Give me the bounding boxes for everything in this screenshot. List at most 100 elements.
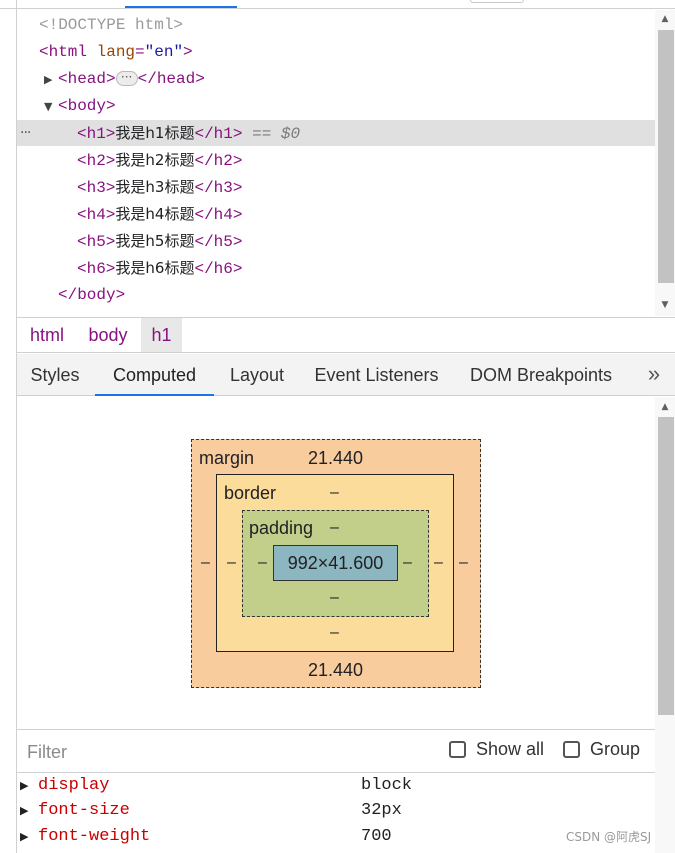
h2-open-tag[interactable]: <h2> bbox=[77, 152, 116, 170]
doctype-node[interactable]: <!DOCTYPE html> bbox=[39, 16, 184, 34]
h3-close-tag[interactable]: </h3> bbox=[194, 179, 243, 197]
body-open-tag[interactable]: <body> bbox=[58, 97, 116, 115]
margin-left-value[interactable]: – bbox=[201, 554, 210, 571]
h2-text[interactable]: 我是h2标题 bbox=[115, 151, 195, 169]
watermark: CSDN @阿虎SJ bbox=[566, 830, 652, 844]
h2-close-tag[interactable]: </h2> bbox=[194, 152, 243, 170]
head-close-tag[interactable]: </head> bbox=[137, 70, 205, 88]
dom-line-doctype[interactable]: <!DOCTYPE html> bbox=[17, 12, 655, 38]
group-checkbox[interactable] bbox=[563, 741, 580, 758]
filter-input[interactable] bbox=[27, 738, 327, 766]
show-all-label[interactable]: Show all bbox=[476, 739, 545, 759]
sidebar-tab-bar: Styles Computed Layout Event Listeners D… bbox=[17, 354, 675, 396]
body-close-tag[interactable]: </body> bbox=[58, 286, 126, 304]
h5-text[interactable]: 我是h5标题 bbox=[115, 232, 195, 250]
breadcrumb-h1[interactable]: h1 bbox=[141, 318, 182, 352]
scroll-up-arrow-icon[interactable]: ▲ bbox=[661, 402, 669, 412]
h1-text[interactable]: 我是h1标题 bbox=[115, 124, 195, 142]
dom-line-h5[interactable]: <h5>我是h5标题</h5> bbox=[17, 228, 655, 254]
collapse-triangle-icon[interactable]: ▼ bbox=[44, 100, 53, 113]
h1-open-tag[interactable]: <h1> bbox=[77, 125, 116, 143]
h4-open-tag[interactable]: <h4> bbox=[77, 206, 116, 224]
property-name: display bbox=[38, 776, 110, 795]
property-value: 700 bbox=[361, 827, 392, 846]
h1-close-tag[interactable]: </h1> bbox=[194, 125, 243, 143]
dom-line-h4[interactable]: <h4>我是h4标题</h4> bbox=[17, 201, 655, 227]
margin-top-value[interactable]: 21.440 bbox=[308, 448, 364, 468]
breadcrumb: html body h1 bbox=[17, 317, 675, 353]
computed-property-row[interactable]: ▶ font-weight 700 bbox=[17, 824, 655, 850]
expand-triangle-icon[interactable]: ▶ bbox=[20, 804, 29, 817]
show-all-checkbox[interactable] bbox=[449, 741, 466, 758]
cut-off-toolbar-button[interactable] bbox=[470, 0, 524, 3]
border-bottom-value[interactable]: – bbox=[330, 624, 339, 641]
h6-close-tag[interactable]: </h6> bbox=[194, 260, 243, 278]
padding-right-value[interactable]: – bbox=[403, 554, 412, 571]
border-label: border bbox=[224, 483, 277, 503]
dom-tree-scroll-thumb[interactable] bbox=[658, 30, 674, 283]
dom-line-h6[interactable]: <h6>我是h6标题</h6> bbox=[17, 255, 655, 281]
scroll-up-arrow-icon[interactable]: ▲ bbox=[661, 14, 669, 24]
h4-close-tag[interactable]: </h4> bbox=[194, 206, 243, 224]
property-name: font-size bbox=[38, 801, 130, 820]
border-top-value[interactable]: – bbox=[330, 484, 339, 501]
html-open-tag-end: > bbox=[183, 43, 193, 61]
computed-filter-bar: Show all Group bbox=[17, 729, 655, 773]
scroll-down-arrow-icon[interactable]: ▼ bbox=[661, 300, 669, 310]
property-value: block bbox=[361, 776, 413, 795]
computed-property-row[interactable]: ▶ font-size 32px bbox=[17, 798, 655, 824]
box-model-content-size[interactable]: 992×41.600 bbox=[273, 545, 398, 581]
html-open-tag[interactable]: <html bbox=[39, 43, 88, 61]
top-tab-strip bbox=[0, 0, 675, 9]
padding-left-value[interactable]: – bbox=[258, 554, 267, 571]
dom-line-h2[interactable]: <h2>我是h2标题</h2> bbox=[17, 147, 655, 173]
head-open-tag[interactable]: <head> bbox=[58, 70, 116, 88]
margin-bottom-value[interactable]: 21.440 bbox=[308, 660, 364, 680]
padding-bottom-value[interactable]: – bbox=[330, 589, 339, 606]
expand-triangle-icon[interactable]: ▶ bbox=[20, 779, 29, 792]
h3-text[interactable]: 我是h3标题 bbox=[115, 178, 195, 196]
dom-line-head[interactable]: ▶ <head>···</head> bbox=[17, 66, 655, 92]
margin-label: margin bbox=[199, 448, 255, 468]
dom-tree-scrollbar[interactable]: ▲ ▼ bbox=[655, 10, 675, 316]
dom-line-html[interactable]: <html lang="en"> bbox=[17, 39, 655, 65]
h4-text[interactable]: 我是h4标题 bbox=[115, 205, 195, 223]
elements-dom-tree: <!DOCTYPE html> <html lang="en"> ▶ <head>… bbox=[17, 10, 655, 316]
group-label[interactable]: Group bbox=[590, 739, 641, 759]
border-right-value[interactable]: – bbox=[434, 554, 443, 571]
collapsed-content-badge[interactable]: ··· bbox=[115, 71, 138, 87]
panel-left-edge bbox=[16, 0, 17, 853]
tab-dom-breakpoints[interactable]: DOM Breakpoints bbox=[469, 365, 613, 385]
more-tabs-chevron-icon[interactable]: » bbox=[647, 361, 661, 386]
dom-line-h3[interactable]: <h3>我是h3标题</h3> bbox=[17, 174, 655, 200]
dom-line-body-close[interactable]: </body> bbox=[17, 282, 655, 308]
computed-properties-list: ▶ display block ▶ font-size 32px ▶ font-… bbox=[17, 773, 655, 853]
h6-open-tag[interactable]: <h6> bbox=[77, 260, 116, 278]
padding-label: padding bbox=[249, 518, 314, 538]
property-name: font-weight bbox=[38, 827, 151, 846]
border-left-value[interactable]: – bbox=[227, 554, 236, 571]
computed-pane-scroll-thumb[interactable] bbox=[658, 417, 674, 715]
h5-open-tag[interactable]: <h5> bbox=[77, 233, 116, 251]
breadcrumb-body[interactable]: body bbox=[88, 325, 128, 345]
breadcrumb-html[interactable]: html bbox=[29, 325, 64, 345]
tab-styles[interactable]: Styles bbox=[30, 365, 80, 385]
more-actions-icon[interactable]: ··· bbox=[20, 125, 31, 141]
tab-computed[interactable]: Computed bbox=[95, 354, 214, 396]
expand-triangle-icon[interactable]: ▶ bbox=[44, 73, 53, 86]
h6-text[interactable]: 我是h6标题 bbox=[115, 259, 195, 277]
h5-close-tag[interactable]: </h5> bbox=[194, 233, 243, 251]
computed-pane-scrollbar[interactable]: ▲ bbox=[655, 397, 675, 853]
tab-layout[interactable]: Layout bbox=[229, 365, 285, 385]
computed-property-row[interactable]: ▶ display block bbox=[17, 773, 655, 799]
expand-triangle-icon[interactable]: ▶ bbox=[20, 830, 29, 843]
html-lang-attr-name[interactable]: lang bbox=[96, 43, 136, 61]
dom-line-body[interactable]: ▼ <body> bbox=[17, 93, 655, 119]
h3-open-tag[interactable]: <h3> bbox=[77, 179, 116, 197]
dom-line-h1-selected[interactable]: ··· <h1>我是h1标题</h1> == $0 bbox=[17, 120, 655, 146]
padding-top-value[interactable]: – bbox=[330, 519, 339, 536]
box-model-panel: 992×41.600 margin 21.440 21.440 – – bord… bbox=[17, 397, 655, 729]
tab-event-listeners[interactable]: Event Listeners bbox=[314, 365, 439, 385]
margin-right-value[interactable]: – bbox=[459, 554, 468, 571]
html-lang-attr-value[interactable]: "en" bbox=[144, 43, 184, 61]
